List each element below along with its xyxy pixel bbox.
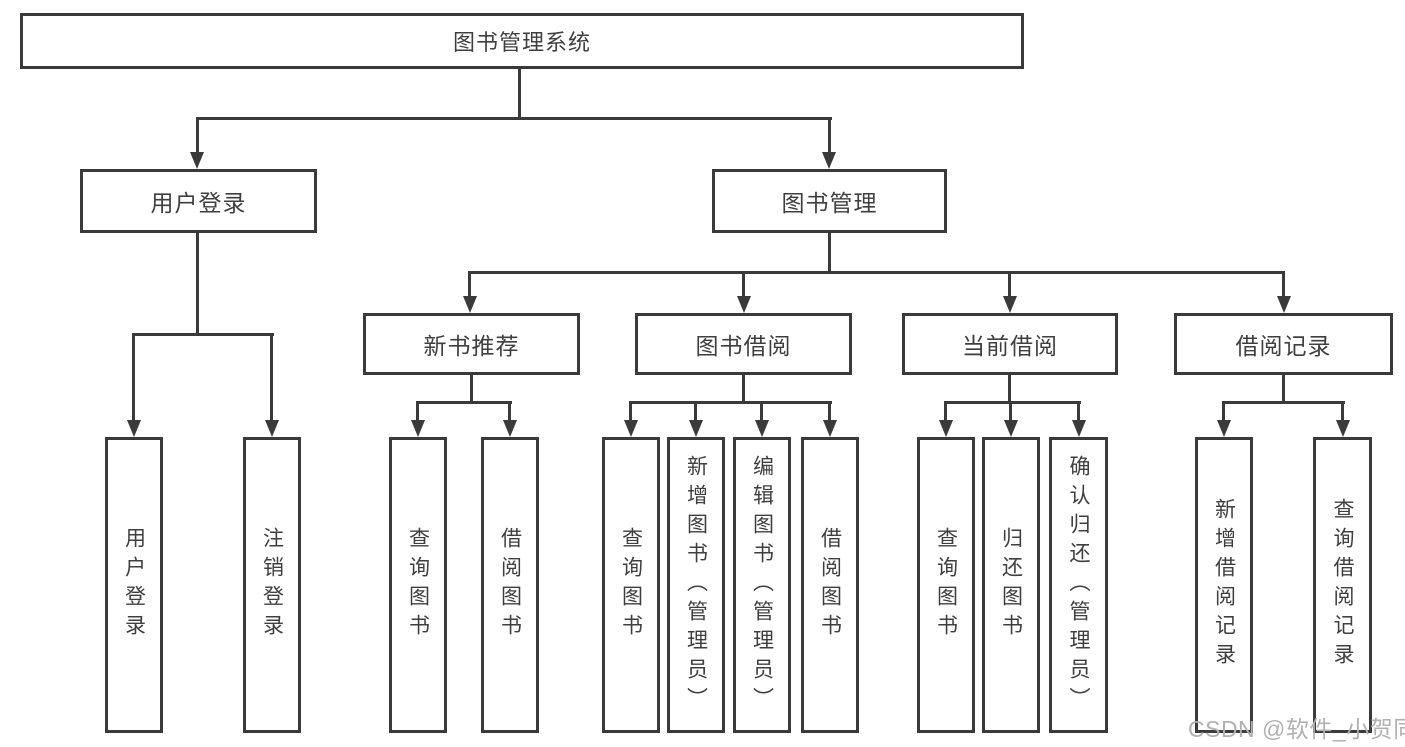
arrow-down-icon bbox=[939, 420, 953, 437]
leaf-return-book: 归还图书 bbox=[982, 437, 1040, 733]
connector-line bbox=[132, 333, 274, 336]
connector-line bbox=[468, 271, 1285, 274]
connector-line bbox=[270, 333, 273, 420]
connector-line bbox=[416, 401, 419, 420]
arrow-down-icon bbox=[1336, 420, 1350, 437]
arrow-down-icon bbox=[1277, 296, 1291, 313]
leaf-label: 归还图书 bbox=[999, 527, 1023, 643]
leaf-label: 借阅图书 bbox=[818, 527, 842, 643]
connector-line bbox=[694, 401, 697, 420]
connector-line bbox=[468, 271, 471, 296]
connector-line bbox=[1077, 401, 1080, 420]
node-current-borrow: 当前借阅 bbox=[902, 313, 1118, 375]
connector-line bbox=[196, 117, 199, 152]
connector-line bbox=[1222, 401, 1345, 404]
leaf-query-borrow-record: 查询借阅记录 bbox=[1313, 437, 1372, 733]
node-label: 借阅记录 bbox=[1235, 333, 1332, 359]
connector-line bbox=[944, 401, 947, 420]
leaf-label: 查询图书 bbox=[406, 527, 430, 643]
leaf-label: 注销登录 bbox=[260, 527, 284, 643]
arrow-down-icon bbox=[1217, 420, 1231, 437]
arrow-down-icon bbox=[1004, 420, 1018, 437]
connector-line bbox=[742, 271, 745, 296]
arrow-down-icon bbox=[624, 420, 638, 437]
node-label: 新书推荐 bbox=[423, 333, 520, 359]
node-book-management: 图书管理 bbox=[712, 169, 947, 233]
arrow-down-icon bbox=[190, 152, 204, 169]
node-label: 图书管理 bbox=[781, 190, 878, 216]
leaf-query-books-current: 查询图书 bbox=[917, 437, 975, 733]
leaf-label: 用户登录 bbox=[122, 527, 146, 643]
connector-line bbox=[629, 401, 632, 420]
connector-line bbox=[629, 401, 832, 404]
leaf-label: 查询图书 bbox=[619, 527, 643, 643]
leaf-label: 新增借阅记录 bbox=[1212, 498, 1236, 672]
node-label: 当前借阅 bbox=[962, 333, 1058, 359]
connector-line bbox=[828, 117, 831, 152]
leaf-query-books-borrow: 查询图书 bbox=[602, 437, 660, 733]
leaf-label: 借阅图书 bbox=[498, 527, 522, 643]
leaf-label: 查询图书 bbox=[934, 527, 958, 643]
connector-line bbox=[828, 233, 831, 274]
leaf-add-book-admin: 新增图书（管理员） bbox=[667, 437, 725, 733]
node-library-system: 图书管理系统 bbox=[20, 13, 1024, 69]
leaf-label: 新增图书（管理员） bbox=[684, 454, 708, 716]
leaf-label: 查询借阅记录 bbox=[1331, 498, 1354, 672]
connector-line bbox=[1008, 271, 1011, 296]
node-user-login: 用户登录 bbox=[80, 169, 317, 233]
arrow-down-icon bbox=[737, 296, 751, 313]
connector-line bbox=[742, 375, 745, 404]
leaf-label: 确认归还（管理员） bbox=[1067, 454, 1090, 716]
connector-line bbox=[828, 401, 831, 420]
connector-line bbox=[196, 117, 832, 120]
connector-line bbox=[1282, 375, 1285, 404]
node-borrow-records: 借阅记录 bbox=[1174, 313, 1393, 375]
arrow-down-icon bbox=[503, 420, 517, 437]
connector-line bbox=[1341, 401, 1344, 420]
arrow-down-icon bbox=[265, 420, 279, 437]
connector-line bbox=[944, 401, 1081, 404]
leaf-borrow-books: 借阅图书 bbox=[801, 437, 859, 733]
leaf-confirm-return-admin: 确认归还（管理员） bbox=[1049, 437, 1108, 733]
node-label: 用户登录 bbox=[150, 190, 247, 216]
arrow-down-icon bbox=[127, 420, 141, 437]
arrow-down-icon bbox=[822, 152, 836, 169]
leaf-logout: 注销登录 bbox=[243, 437, 301, 733]
watermark: CSDN @软件_小贺同学 bbox=[1188, 716, 1405, 742]
arrow-down-icon bbox=[463, 296, 477, 313]
connector-line bbox=[1008, 375, 1011, 404]
leaf-label: 编辑图书（管理员） bbox=[750, 454, 774, 716]
leaf-add-borrow-record: 新增借阅记录 bbox=[1195, 437, 1253, 733]
connector-line bbox=[508, 401, 511, 420]
leaf-borrow-books-recommend: 借阅图书 bbox=[481, 437, 539, 733]
node-label: 图书借阅 bbox=[695, 333, 792, 359]
connector-line bbox=[1222, 401, 1225, 420]
arrow-down-icon bbox=[1003, 296, 1017, 313]
connector-line bbox=[1282, 271, 1285, 296]
connector-line bbox=[470, 375, 473, 404]
connector-line bbox=[196, 233, 199, 336]
connector-line bbox=[132, 333, 135, 420]
arrow-down-icon bbox=[1072, 420, 1086, 437]
connector-line bbox=[416, 401, 512, 404]
arrow-down-icon bbox=[823, 420, 837, 437]
connector-line bbox=[760, 401, 763, 420]
node-new-book-recommend: 新书推荐 bbox=[363, 313, 580, 375]
arrow-down-icon bbox=[411, 420, 425, 437]
leaf-user-login: 用户登录 bbox=[105, 437, 163, 733]
node-book-borrow: 图书借阅 bbox=[635, 313, 852, 375]
connector-line bbox=[1009, 401, 1012, 420]
leaf-query-books-recommend: 查询图书 bbox=[389, 437, 447, 733]
connector-line bbox=[518, 68, 521, 119]
arrow-down-icon bbox=[755, 420, 769, 437]
node-label: 图书管理系统 bbox=[452, 30, 591, 55]
leaf-edit-book-admin: 编辑图书（管理员） bbox=[733, 437, 791, 733]
arrow-down-icon bbox=[689, 420, 703, 437]
